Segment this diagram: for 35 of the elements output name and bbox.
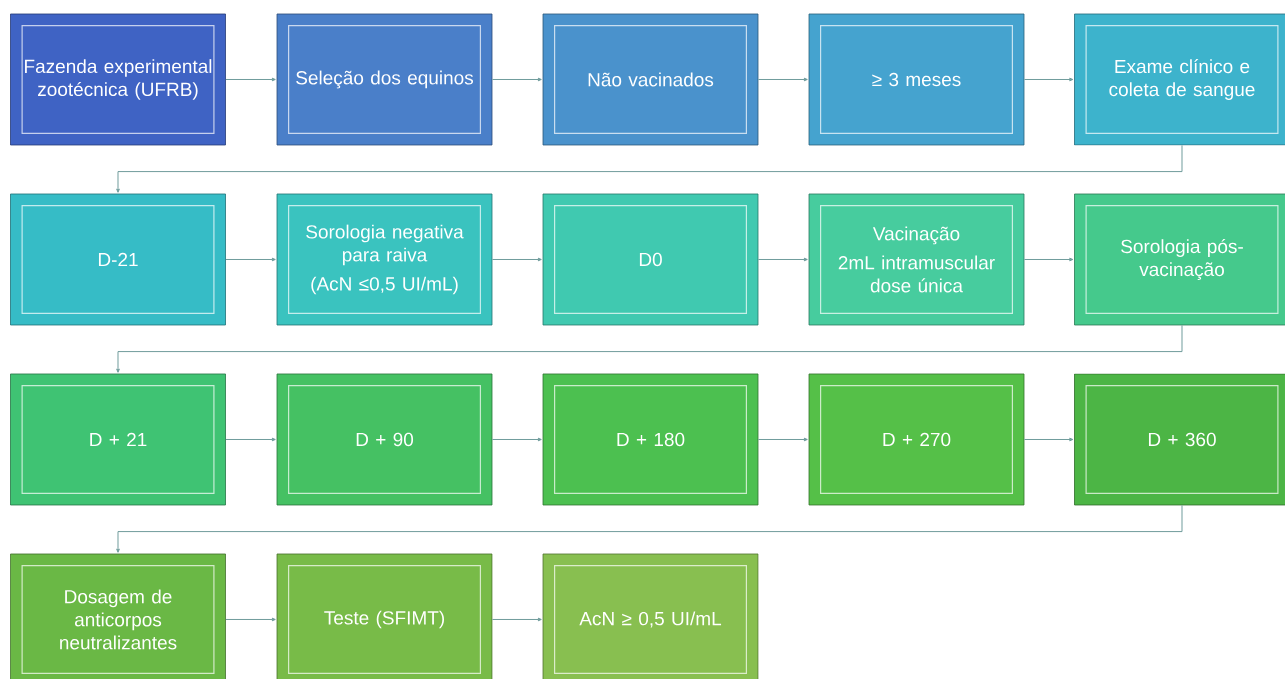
arrow	[491, 77, 542, 82]
arrow	[116, 504, 1183, 553]
arrow	[1023, 437, 1074, 442]
arrow	[491, 617, 542, 622]
arrow	[225, 257, 276, 262]
process-box: D + 360	[1074, 373, 1285, 506]
arrow	[491, 437, 542, 442]
process-box: D + 21	[10, 373, 226, 506]
process-box: ≥ 3 meses	[808, 13, 1025, 146]
arrow	[757, 437, 808, 442]
arrow	[225, 437, 276, 442]
process-box: Fazenda experimental zootécnica (UFRB)	[10, 13, 226, 146]
process-box: D0	[542, 193, 759, 326]
process-box: AcN ≥ 0,5 UI/mL	[542, 553, 759, 679]
arrow	[757, 77, 808, 82]
process-box: Seleção dos equinos	[276, 13, 493, 146]
process-box: Teste (SFIMT)	[276, 553, 493, 679]
arrow	[1023, 257, 1074, 262]
process-box: D + 270	[808, 373, 1025, 506]
arrow	[225, 77, 276, 82]
process-box: Sorologia negativa para raiva (AcN ≤0,5 UI/mL)	[276, 193, 493, 326]
process-box: D + 90	[276, 373, 493, 506]
arrow	[225, 617, 276, 622]
process-box: Sorologia pós-vacinação	[1074, 193, 1285, 326]
process-box: D + 180	[542, 373, 759, 506]
process-box: Exame clínico e coleta de sangue	[1074, 13, 1285, 146]
arrow	[1023, 77, 1074, 82]
process-box: Vacinação 2mL intramuscular dose única	[808, 193, 1025, 326]
arrow	[757, 257, 808, 262]
process-box: D-21	[10, 193, 226, 326]
arrow	[491, 257, 542, 262]
process-box: Dosagem de anticorpos neutralizantes	[10, 553, 226, 679]
arrow	[116, 144, 1183, 193]
arrow	[116, 324, 1183, 373]
process-box: Não vacinados	[542, 13, 759, 146]
